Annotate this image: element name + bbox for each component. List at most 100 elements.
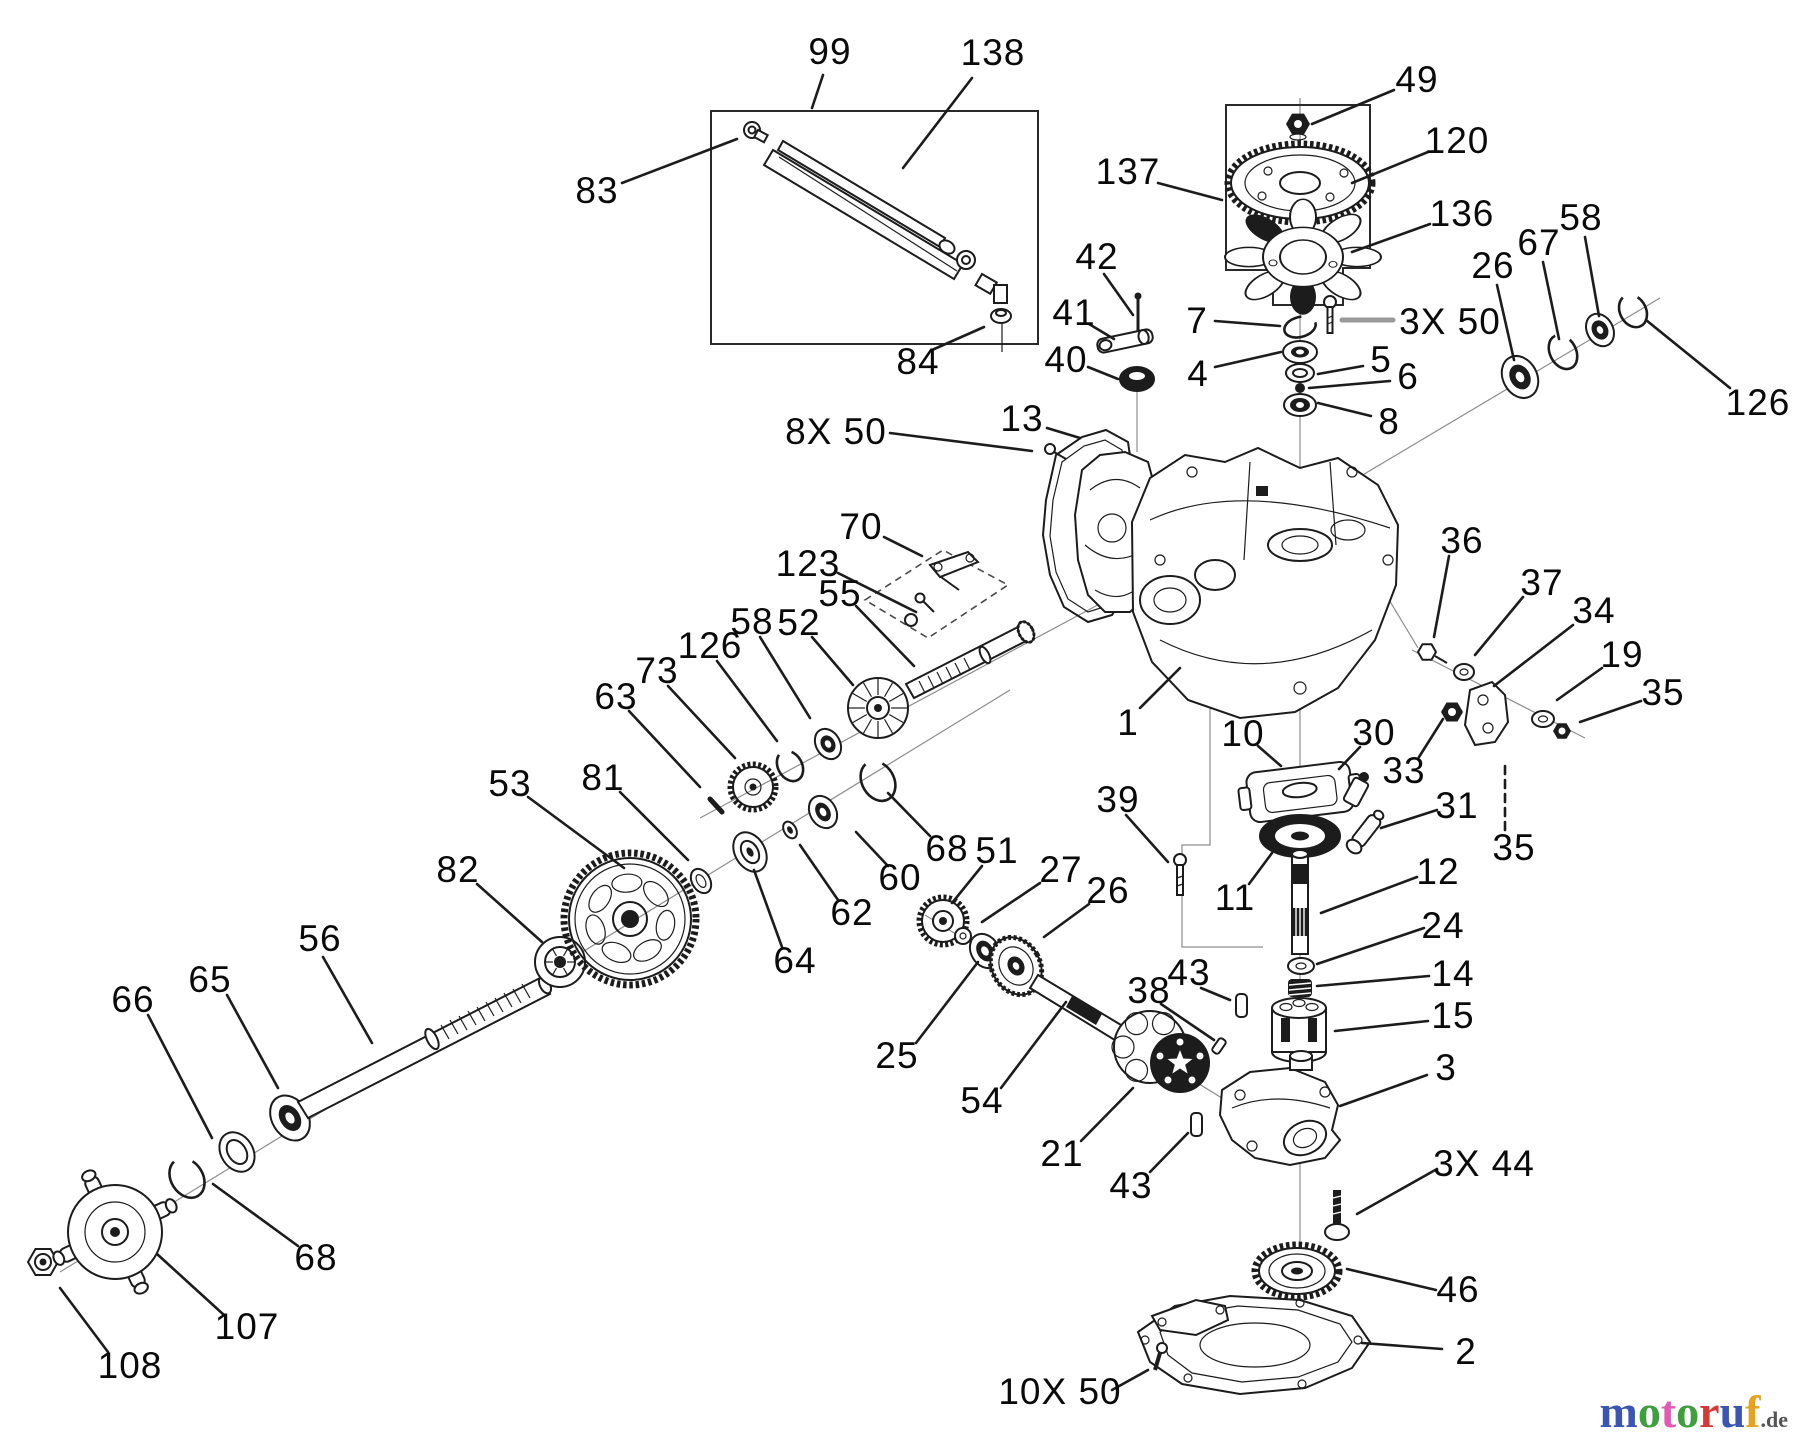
fan-pulley-box bbox=[1224, 104, 1382, 334]
callout-63-31: 63 bbox=[594, 676, 638, 717]
seal-66 bbox=[218, 1131, 256, 1173]
swash-plate-10 bbox=[1237, 760, 1363, 824]
bearing-58b bbox=[813, 727, 843, 761]
bearing-8 bbox=[1283, 393, 1317, 417]
snap-ring-126b bbox=[775, 749, 805, 783]
callout-108-40: 108 bbox=[97, 1345, 163, 1386]
bearing-60 bbox=[807, 794, 839, 830]
logo-letter: u bbox=[1719, 1386, 1746, 1437]
callout-2-73: 2 bbox=[1455, 1331, 1477, 1372]
callout-7-16: 7 bbox=[1186, 300, 1208, 341]
logo-letter: t bbox=[1660, 1386, 1677, 1437]
motoruf-logo-suffix: .de bbox=[1760, 1407, 1789, 1432]
brake-tube bbox=[762, 148, 965, 281]
bolt-8x50 bbox=[1044, 443, 1067, 460]
callout-31-57: 31 bbox=[1435, 785, 1479, 826]
logo-letter: o bbox=[1676, 1386, 1700, 1437]
bolt-36 bbox=[1416, 643, 1448, 664]
callout-52-27: 52 bbox=[777, 602, 821, 643]
pump-shaft-12 bbox=[1291, 849, 1309, 955]
callout-24-64: 24 bbox=[1421, 905, 1465, 946]
callout-67-10: 67 bbox=[1517, 222, 1561, 263]
callout-37-52: 37 bbox=[1520, 562, 1564, 603]
callout-33-56: 33 bbox=[1382, 750, 1426, 791]
screw-50 bbox=[1323, 295, 1337, 334]
callout-40-15: 40 bbox=[1044, 339, 1088, 380]
bracket-34 bbox=[1463, 680, 1510, 747]
callout-36-51: 36 bbox=[1440, 520, 1484, 561]
trunnion-30 bbox=[1342, 771, 1370, 808]
callout-58-28: 58 bbox=[730, 601, 774, 642]
axle-shaft-56 bbox=[296, 975, 553, 1120]
logo-letter: f bbox=[1745, 1386, 1761, 1437]
clip-38 bbox=[1211, 1037, 1227, 1055]
callout-82-34: 82 bbox=[436, 849, 480, 890]
control-bracket-set bbox=[1416, 643, 1571, 747]
transaxle-housing bbox=[1130, 446, 1400, 720]
snap-ring-68c bbox=[168, 1156, 206, 1200]
callout-83-2: 83 bbox=[575, 170, 619, 211]
callout-12-63: 12 bbox=[1416, 851, 1460, 892]
callout-30-61: 30 bbox=[1352, 712, 1396, 753]
swash-stack bbox=[1173, 760, 1385, 1063]
callout-41-14: 41 bbox=[1052, 292, 1096, 333]
pin-63 bbox=[707, 796, 725, 815]
callout-138-1: 138 bbox=[960, 32, 1026, 73]
ball-6 bbox=[1295, 383, 1305, 393]
washer-37 bbox=[1453, 663, 1475, 681]
motoruf-logo[interactable]: motoruf.de bbox=[1600, 1389, 1789, 1435]
callout-3X50-8: 3X 50 bbox=[1399, 301, 1501, 342]
rod-41 bbox=[1096, 328, 1154, 354]
callout-60-43: 60 bbox=[878, 857, 922, 898]
callout-1-23: 1 bbox=[1117, 702, 1139, 743]
callout-10X50-74: 10X 50 bbox=[998, 1371, 1122, 1412]
callout-43-70: 43 bbox=[1109, 1165, 1153, 1206]
callout-51-42: 51 bbox=[975, 830, 1019, 871]
bearing-ring-11 bbox=[1259, 814, 1341, 858]
bypass-kit bbox=[863, 549, 1010, 639]
callout-39-59: 39 bbox=[1096, 779, 1140, 820]
washer-19 bbox=[1531, 710, 1555, 728]
callout-21-50: 21 bbox=[1040, 1133, 1084, 1174]
callout-123-25: 123 bbox=[775, 543, 841, 584]
cap-40 bbox=[1119, 366, 1155, 392]
callout-25-48: 25 bbox=[875, 1035, 919, 1076]
callout-42-13: 42 bbox=[1075, 236, 1119, 277]
grease-fitting bbox=[743, 121, 770, 144]
callout-65-36: 65 bbox=[188, 959, 232, 1000]
callout-3-67: 3 bbox=[1435, 1047, 1457, 1088]
callout-10-60: 10 bbox=[1221, 713, 1265, 754]
callout-54-49: 54 bbox=[960, 1080, 1004, 1121]
callout-55-26: 55 bbox=[818, 573, 862, 614]
callout-58-9: 58 bbox=[1559, 197, 1603, 238]
callout-64-45: 64 bbox=[773, 940, 817, 981]
logo-letter: r bbox=[1699, 1386, 1720, 1437]
callout-13-22: 13 bbox=[1000, 398, 1044, 439]
wheel-hub-107 bbox=[52, 1169, 178, 1295]
callout-19-54: 19 bbox=[1600, 634, 1644, 675]
diff-shaft-parts bbox=[707, 620, 1036, 815]
nut-49 bbox=[1286, 113, 1310, 141]
callout-35-55: 35 bbox=[1641, 672, 1685, 713]
callout-49-4: 49 bbox=[1395, 59, 1439, 100]
spacer-62 bbox=[782, 820, 798, 840]
callout-35-58: 35 bbox=[1492, 827, 1536, 868]
input-shaft-stack bbox=[1282, 315, 1318, 417]
callout-26-11: 26 bbox=[1471, 245, 1515, 286]
motoruf-logo-text: motoruf bbox=[1600, 1386, 1761, 1437]
ring-gear-46 bbox=[1251, 1241, 1343, 1301]
pin-43a bbox=[1235, 993, 1248, 1018]
callout-70-24: 70 bbox=[839, 506, 883, 547]
callout-14-65: 14 bbox=[1431, 953, 1475, 994]
brake-rod bbox=[776, 139, 976, 270]
callout-66-37: 66 bbox=[111, 979, 155, 1020]
screw-39 bbox=[1173, 853, 1187, 896]
nut-33 bbox=[1441, 702, 1463, 722]
gear-73 bbox=[727, 761, 779, 813]
screw-10x50 bbox=[1153, 1342, 1168, 1371]
motor-shaft-55 bbox=[904, 620, 1036, 700]
callout-27-46: 27 bbox=[1039, 849, 1083, 890]
spring-14 bbox=[1288, 979, 1312, 997]
callout-4-17: 4 bbox=[1187, 353, 1209, 394]
